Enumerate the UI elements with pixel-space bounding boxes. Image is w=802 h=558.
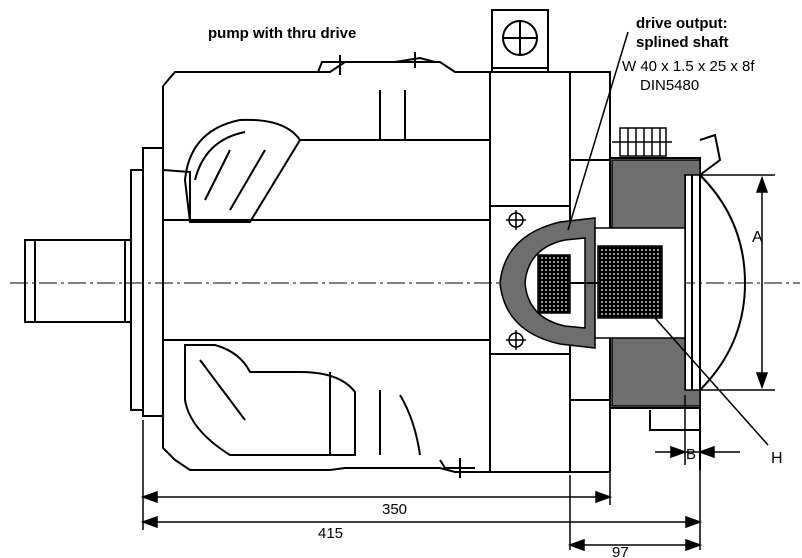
rear-fitting bbox=[612, 127, 672, 157]
dim-A-label: A bbox=[752, 229, 763, 246]
drive-output-line1: drive output: bbox=[636, 15, 728, 32]
dim-415-label: 415 bbox=[318, 525, 343, 542]
dimension-A bbox=[700, 174, 775, 391]
top-fittings bbox=[317, 52, 475, 478]
bolt-markers bbox=[506, 210, 526, 350]
pump-housing bbox=[162, 61, 491, 473]
callout-H-label: H bbox=[771, 450, 783, 467]
drive-output-line2: splined shaft bbox=[636, 34, 729, 51]
dim-97-label: 97 bbox=[612, 544, 629, 558]
leader-lines bbox=[567, 31, 769, 446]
front-flange bbox=[130, 147, 164, 417]
dimension-lines bbox=[140, 410, 703, 552]
port-plate bbox=[489, 9, 600, 473]
spline-spec-label: W 40 x 1.5 x 25 x 8f bbox=[622, 58, 755, 75]
dim-B-label: B bbox=[686, 446, 696, 463]
standard-label: DIN5480 bbox=[640, 77, 699, 94]
input-shaft bbox=[24, 239, 132, 323]
title-label: pump with thru drive bbox=[208, 25, 356, 42]
dimension-B bbox=[655, 395, 740, 465]
dim-350-label: 350 bbox=[382, 501, 407, 518]
adapter-section bbox=[499, 159, 701, 407]
